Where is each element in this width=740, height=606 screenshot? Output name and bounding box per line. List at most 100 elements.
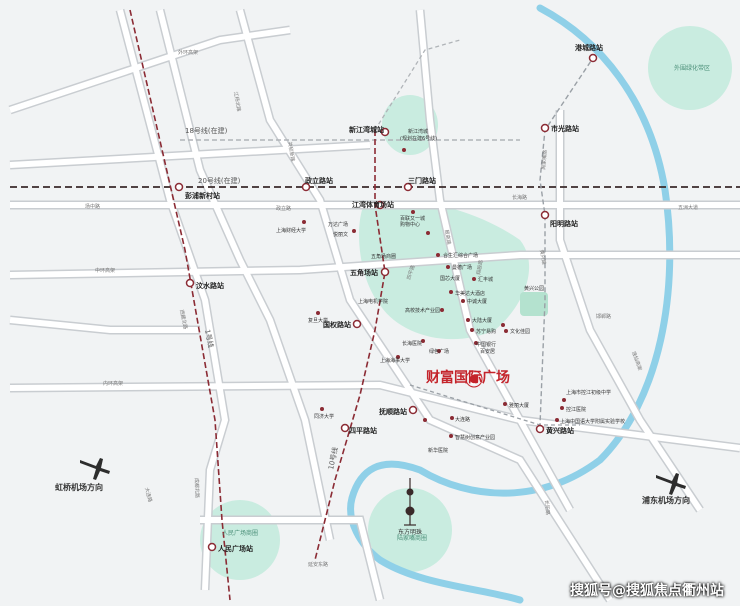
poi-dot xyxy=(503,402,507,406)
poi-label: 大连路 xyxy=(455,416,470,423)
poi-label: 大陆大厦 xyxy=(472,317,492,324)
metro-line-1 xyxy=(129,9,231,601)
poi-label: 控江医院 xyxy=(566,406,586,413)
poi-label: 长海医院 xyxy=(402,340,422,347)
station-label-pengpuxincun: 彭浦新村站 xyxy=(185,191,220,200)
station-marker-jiangwantiyuchang xyxy=(375,200,385,210)
station-marker-sipinglu xyxy=(340,423,350,433)
station-label-fushunlu: 抚顺路站 xyxy=(379,407,407,416)
station-marker-shiguanglu xyxy=(540,123,550,133)
station-marker-sanmenlu xyxy=(403,182,413,192)
station-marker-guoquanlu xyxy=(352,319,362,329)
watermark: 搜狐号@搜狐焦点衢州站 xyxy=(570,583,724,599)
poi-dot xyxy=(446,265,450,269)
station-marker-gangchenglu xyxy=(588,53,598,63)
station-label-wenshuilu: 汶水路站 xyxy=(196,281,224,290)
road-label: 内环高架 xyxy=(103,380,123,387)
poi-label: 悦丽文 xyxy=(333,231,348,238)
station-marker-renminguangchang xyxy=(207,542,217,552)
poi-label: 汇丰城 xyxy=(478,276,493,283)
poi-dot xyxy=(461,299,465,303)
poi-dot xyxy=(316,311,320,315)
station-marker-wenshuilu xyxy=(185,278,195,288)
poi-dot xyxy=(504,329,508,333)
road-label: 外环高架 xyxy=(178,49,198,56)
road-label: 翔殷路 xyxy=(475,259,485,275)
project-title: 财富国际广场 xyxy=(425,369,510,386)
poi-label: 上海电机学院 xyxy=(358,298,388,305)
station-marker-zhenglilu xyxy=(301,182,311,192)
road-label: 大连路 xyxy=(143,487,154,503)
oriental-pearl-tower-icon xyxy=(404,478,416,526)
airplane-icon xyxy=(656,473,686,495)
poi-dot xyxy=(470,328,474,332)
poi-label: 曼德广场 xyxy=(452,264,472,271)
road-label: 周家嘴路 xyxy=(540,150,549,171)
station-label-sanmenlu: 三门路站 xyxy=(408,176,436,185)
poi-dot xyxy=(562,398,566,402)
poi-dot xyxy=(440,308,444,312)
poi-label: 百安居 xyxy=(480,348,495,355)
road-label: 五洲大道 xyxy=(678,204,698,211)
poi-dot xyxy=(501,323,505,327)
district-label-north: 外围绿化带区 xyxy=(674,64,710,72)
poi-label: 上海财经大学 xyxy=(276,227,306,234)
station-label-sipinglu: 四平路站 xyxy=(349,426,377,435)
station-label-shiguanglu: 市光路站 xyxy=(551,124,579,133)
metro-line-10 xyxy=(314,130,386,561)
poi-dot xyxy=(560,406,564,410)
poi-dot xyxy=(449,434,453,438)
poi-label: 上海海事大学 xyxy=(380,357,410,364)
poi-label: 国芯大厦 xyxy=(440,275,460,282)
road-fill-group xyxy=(9,9,740,602)
road-label: 成都北路 xyxy=(193,478,201,498)
station-label-huangxinglu: 黄兴路站 xyxy=(546,426,574,435)
poi-dot xyxy=(437,349,441,353)
poi-label: 华美达大酒店 xyxy=(455,290,485,297)
poi-dot xyxy=(302,220,306,224)
poi-label: 苏宁易购 xyxy=(476,328,496,335)
road-label: 殷高路 xyxy=(443,229,453,245)
station-label-xinjiangwancheng: 新江湾城站 xyxy=(349,125,384,134)
line-1-label: 1号线 xyxy=(203,329,216,349)
project-location-ring xyxy=(465,370,483,388)
road-label: 中环高架 xyxy=(95,267,115,274)
station-label-gangchenglu: 港城路站 xyxy=(575,43,603,52)
district-label-orient-pearl: 东方明珠 xyxy=(398,528,422,536)
poi-dot-group xyxy=(302,148,566,438)
poi-label: 新江湾城 xyxy=(408,128,428,135)
poi-label: 五角场商圈 xyxy=(371,253,396,260)
poi-label: (规划在建6号线) xyxy=(400,135,437,142)
poi-label: 智慧树创意产业园 xyxy=(455,434,495,441)
poi-dot xyxy=(402,148,406,152)
line-18-label: 18号线(在建) xyxy=(185,126,228,135)
poi-label: 合生汇综合广场 xyxy=(443,252,478,259)
poi-label: 新华医院 xyxy=(428,447,448,454)
road-label: 场中路 xyxy=(85,203,100,210)
station-label-renminguangchang: 人民广场站 xyxy=(218,544,253,553)
road-label: 长海路 xyxy=(512,194,527,201)
poi-label: 复旦大学 xyxy=(308,317,328,324)
poi-label: 绿色广场 xyxy=(429,348,449,355)
poi-label: 万达广场 xyxy=(328,221,348,228)
metro-line-8 xyxy=(539,54,596,426)
poi-label: 中国银行 xyxy=(476,341,496,348)
road-label: 共和新路 xyxy=(286,141,296,162)
poi-dot xyxy=(472,277,476,281)
poi-dot xyxy=(352,229,356,233)
station-marker-yangminglu xyxy=(540,210,550,220)
direction-pudong-label: 浦东机场方向 xyxy=(642,495,690,505)
road-label: 西藏北路 xyxy=(178,309,189,330)
poi-dot xyxy=(466,318,470,322)
road-label: 政立路 xyxy=(276,205,291,212)
huangxing-park xyxy=(520,292,548,316)
project-location-marker[interactable] xyxy=(468,373,480,385)
road-label: 四平路 xyxy=(405,264,416,280)
green-zone-wujiaochang xyxy=(359,201,530,340)
poi-dot xyxy=(436,253,440,257)
poi-dot xyxy=(320,407,324,411)
poi-label: 中诚大厦 xyxy=(467,298,487,305)
green-zone-north xyxy=(648,26,732,110)
